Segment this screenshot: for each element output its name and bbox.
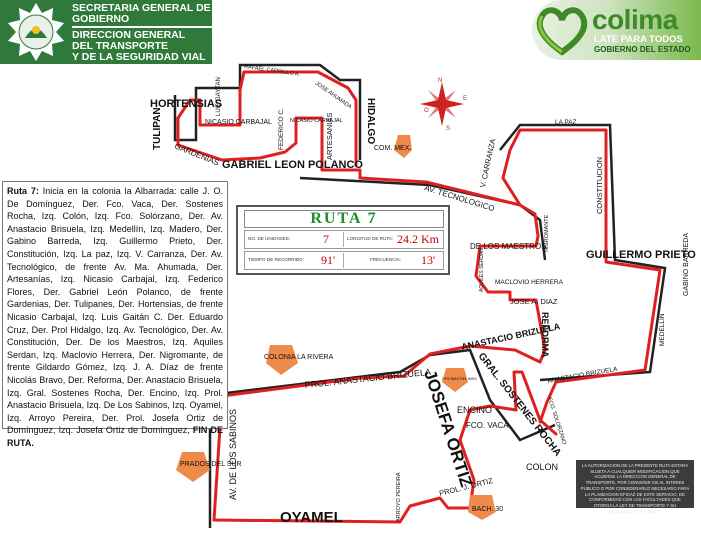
route-title: RUTA 7 [310,210,378,227]
route-line-loop-west [176,70,358,167]
route-description-label: Ruta 7: [7,186,39,196]
brand-government: GOBIERNO DEL ESTADO [594,45,691,54]
org-name-line2: GOBIERNO [72,13,130,25]
label-jose-a-diaz: JOSE A. DIAZ [510,297,558,306]
colima-brand: colima LATE PARA TODOS GOBIERNO DEL ESTA… [532,0,701,60]
route-title-box: RUTA 7 [244,210,444,228]
authorization-notice: LA AUTORIZACION DE LA PRESENTE RUTA ESTA… [576,460,694,514]
state-seal-icon [8,3,64,61]
label-prol-anastacio-brizuela: PROL. ANASTACIO BRIZUELA [304,367,431,390]
header-divider [72,26,212,28]
label-medellin: MEDELLIN [659,313,666,346]
dept-name-line1: DIRECCION GENERAL [72,29,186,41]
dept-name-line2: DEL TRANSPORTE [72,40,169,52]
units-label: NO. DE UNIDADES: [248,236,291,241]
route-row-units-length: NO. DE UNIDADES: 7 LONGITUD DE RUTA: 24.… [244,230,444,249]
label-gardenias: GARDENIAS [173,142,220,168]
time-label: TIEMPO DE RECORRIDO: [248,257,304,262]
label-la-paz: LA PAZ [555,119,577,126]
street-outline-east [499,123,667,382]
compass-s-label: S [446,126,450,132]
label-colon: COLON [526,462,558,472]
street-outline-north [173,63,362,160]
route-row-time-frequency: TIEMPO DE RECORRIDO: 91' FRECUENCIA: 13' [244,251,444,270]
row-separator [343,232,344,247]
heart-logo-icon [536,7,588,56]
label-av-de-los-sabinos: AV. DE LOS SABINOS [228,409,238,500]
label-colonia-la-rivera: COLONIA LA RIVERA [264,354,334,361]
label-gabriel-leon-polanco: GABRIEL LEON POLANCO [222,159,363,171]
org-name-line1: SECRETARIA GENERAL DE [72,2,211,14]
label-constitucion: CONSTITUCION [595,157,604,214]
landmarks [176,135,496,520]
length-value: 24.2 Km [397,232,439,246]
label-gabino-barreda: GABINO BARREDA [683,233,690,296]
label-encino: ENCINO [457,405,492,415]
label-nicasio-carbajal-2: NICASIO CARBAJAL [290,118,343,124]
agency-header: SECRETARIA GENERAL DE GOBIERNO DIRECCION… [0,0,212,64]
route-line-carranza [501,128,662,424]
label-jose-ahumada: JOSE AHUMADA [314,81,353,111]
label-hidalgo: HIDALGO [365,98,376,144]
brand-name: colima [592,4,678,35]
route-line-north [176,116,540,238]
label-guillermo-prieto: GUILLERMO PRIETO [586,249,696,261]
label-maclovio-herrera: MACLOVIO HERRERA [495,279,564,286]
label-bach-30: BACH. 30 [472,506,503,513]
label-arroyo-pereira: ARROYO PEREIRA [396,472,402,522]
route-description-end: FIN DE RUTA. [7,425,223,448]
length-label: LONGITUD DE RUTA: [347,236,394,241]
label-tulipan: TULIPAN [152,107,163,150]
label-aquiles-serdan: AQUILES SERDAN [479,248,485,292]
com-mex-marker [394,135,412,158]
bach-30-marker [468,495,496,520]
prados-del-sur-marker [176,452,210,482]
label-oficinas: OFICINAS DEL IMSS [442,377,477,381]
time-value: 91' [321,253,336,267]
label-fco-vaca: FCO. VACA [466,421,509,430]
label-prados-del-sur: PRADOS DEL SUR [180,461,242,468]
route-description: Ruta 7: Inicia en la colonia la Albarrad… [2,181,228,448]
label-com-mex: COM. MEX. [374,145,411,152]
compass-rose-icon [420,82,464,126]
compass-w-label: O [424,108,429,114]
compass-e-label: E [463,96,467,102]
street-outline-south [208,348,556,528]
label-nicasio-carbajal: NICASIO CARBAJAL [205,119,272,126]
label-luis-gaytan: LUIS GAYTAN [216,77,222,116]
frequency-label: FRECUENCIA: [370,257,402,262]
compass-n-label: N [438,78,442,84]
route-line-south [212,344,558,524]
label-reforma: REFORMA [540,312,550,358]
label-oyamel: OYAMEL [280,509,343,526]
route-description-body: Inicia en la colonia la Albarrada: calle… [7,186,223,436]
route-info-panel: RUTA 7 NO. DE UNIDADES: 7 LONGITUD DE RU… [236,205,450,275]
oficinas-marker [442,368,468,392]
dept-name-line3: Y DE LA SEGURIDAD VIAL [72,51,206,63]
row-separator [343,253,344,268]
frequency-value: 13' [421,253,436,267]
label-v-carranza: V. CARRANZA [478,138,497,189]
route-line-maestros [474,234,547,364]
label-artesanias: ARTESANIAS [325,113,334,160]
label-de-los-maestros: DE LOS MAESTROS [470,242,546,251]
label-federico-c: FEDERICO C. [278,108,285,150]
label-hortensias: HORTENSIAS [150,98,222,110]
colonia-la-rivera-marker [266,345,298,375]
brand-tagline: LATE PARA TODOS [594,34,683,45]
label-nigromante: NIGROMANTE [544,214,550,252]
units-value: 7 [323,232,329,246]
